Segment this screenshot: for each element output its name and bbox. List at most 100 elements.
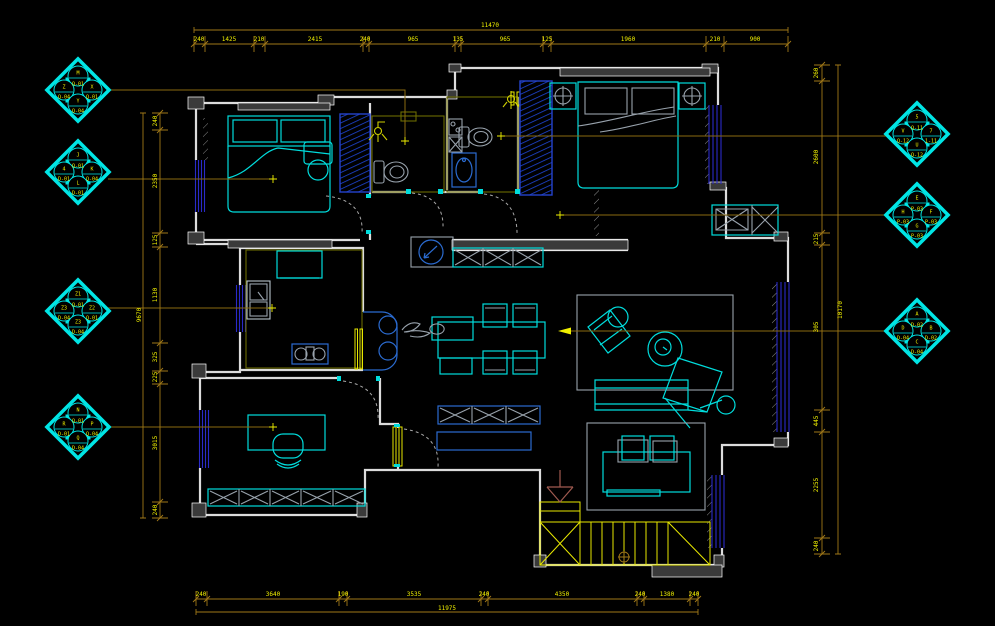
svg-text:Q-01: Q-01 xyxy=(86,95,98,101)
stool xyxy=(716,395,736,415)
dining-area xyxy=(401,303,546,375)
kitchen xyxy=(245,249,398,371)
thresholds xyxy=(337,189,520,467)
svg-text:D-02: D-02 xyxy=(925,336,937,342)
svg-text:240: 240 xyxy=(479,591,490,598)
svg-text:L: L xyxy=(76,181,79,187)
svg-text:Z1: Z1 xyxy=(75,292,81,298)
end-chair xyxy=(431,316,474,341)
washing-machine xyxy=(410,236,454,268)
svg-text:P-03: P-03 xyxy=(925,220,937,226)
svg-text:D-04: D-04 xyxy=(72,446,84,452)
dim-total-bottom: 11975 xyxy=(438,605,456,612)
svg-text:210: 210 xyxy=(254,36,265,43)
svg-text:2600: 2600 xyxy=(813,149,820,164)
study-room xyxy=(207,380,379,507)
svg-text:5: 5 xyxy=(915,115,918,121)
svg-text:Z: Z xyxy=(62,85,65,91)
svg-text:2350: 2350 xyxy=(152,173,159,188)
window xyxy=(194,160,206,212)
material-marker-left-2: JQ-01 4D-01 KQ-04 LD-01 xyxy=(44,138,112,206)
bedside-table xyxy=(303,141,333,181)
svg-text:965: 965 xyxy=(500,36,511,43)
material-marker-right-2: EP-03 HP-03 FP-03 GP-03 xyxy=(883,181,951,249)
dimension-chain-right: 10170 260 2600 215 305 445 2255 240 xyxy=(813,61,844,558)
svg-text:Q-01: Q-01 xyxy=(72,303,84,309)
svg-text:Q-04: Q-04 xyxy=(58,95,70,101)
fridge xyxy=(276,250,323,279)
svg-text:B: B xyxy=(929,326,932,332)
survey-symbol xyxy=(618,551,630,563)
wash-basin xyxy=(451,152,477,188)
bathroom-1 xyxy=(368,111,445,229)
shoe-cabinet-top xyxy=(452,247,544,268)
svg-text:900: 900 xyxy=(750,36,761,43)
svg-text:3640: 3640 xyxy=(266,591,281,598)
svg-text:3535: 3535 xyxy=(407,591,422,598)
svg-text:V: V xyxy=(901,129,904,135)
material-marker-left-1: MQ-01 ZQ-04 XQ-01 YQ-04 xyxy=(44,56,112,124)
svg-text:D-04: D-04 xyxy=(897,336,909,342)
svg-text:260: 260 xyxy=(813,67,820,78)
desk xyxy=(247,414,326,451)
svg-text:A: A xyxy=(915,312,918,318)
lounge-chair xyxy=(587,306,631,354)
toilet xyxy=(458,126,493,148)
column xyxy=(187,96,205,110)
leader-lines xyxy=(108,89,887,431)
wardrobe xyxy=(339,113,371,193)
plumbing-shaft xyxy=(448,118,463,136)
svg-text:D-04: D-04 xyxy=(58,316,70,322)
svg-text:125: 125 xyxy=(542,36,553,43)
svg-text:Q-01: Q-01 xyxy=(72,419,84,425)
living-room xyxy=(576,204,779,429)
chaise-sofa xyxy=(594,357,736,429)
entry-door-arc xyxy=(403,428,439,468)
toilet xyxy=(373,160,409,184)
svg-text:325: 325 xyxy=(152,351,159,362)
staircase xyxy=(539,470,711,566)
material-marker-left-4: NQ-01 RD-01 PQ-04 QD-04 xyxy=(44,393,112,461)
cabinet-right xyxy=(711,204,779,236)
svg-text:135: 135 xyxy=(453,36,464,43)
svg-text:F: F xyxy=(929,210,932,216)
svg-text:240: 240 xyxy=(635,591,646,598)
dim-total-top: 11470 xyxy=(481,22,499,29)
svg-text:Z3: Z3 xyxy=(75,320,81,326)
master-bedroom xyxy=(519,80,706,196)
desk-chair xyxy=(272,433,304,469)
wall-band xyxy=(227,239,333,249)
down-arrow-icon xyxy=(546,470,574,503)
door-arc xyxy=(483,193,518,237)
svg-text:D-01: D-01 xyxy=(58,432,70,438)
svg-text:2415: 2415 xyxy=(308,36,323,43)
svg-text:N: N xyxy=(76,408,79,414)
tatami-room xyxy=(586,422,706,511)
svg-text:D: D xyxy=(901,326,904,332)
dimension-chain-bottom: 11975 240 3640 190 3535 240 4350 240 138… xyxy=(192,591,702,615)
svg-text:K: K xyxy=(90,167,93,173)
svg-text:125: 125 xyxy=(152,234,159,245)
svg-text:Z3: Z3 xyxy=(61,306,67,312)
svg-text:Y: Y xyxy=(76,99,79,105)
svg-text:1380: 1380 xyxy=(660,591,675,598)
svg-text:Z2: Z2 xyxy=(89,306,95,312)
low-cabinet xyxy=(207,488,366,507)
svg-text:D-04: D-04 xyxy=(911,350,923,356)
svg-text:Q-01: Q-01 xyxy=(72,164,84,170)
svg-text:445: 445 xyxy=(813,415,820,426)
svg-text:240: 240 xyxy=(152,504,159,515)
svg-text:P-03: P-03 xyxy=(897,220,909,226)
svg-text:190: 190 xyxy=(338,591,349,598)
svg-text:240: 240 xyxy=(152,115,159,126)
door-arc xyxy=(342,380,379,421)
material-marker-left-3: Z1Q-01 Z3D-04 Z2Q-01 Z3D-04 xyxy=(44,277,112,345)
rug xyxy=(576,294,734,391)
door-arc xyxy=(325,195,363,234)
svg-text:240: 240 xyxy=(194,36,205,43)
bedroom-2 xyxy=(227,113,371,234)
duct-hatch xyxy=(448,136,463,153)
svg-text:H: H xyxy=(901,210,904,216)
